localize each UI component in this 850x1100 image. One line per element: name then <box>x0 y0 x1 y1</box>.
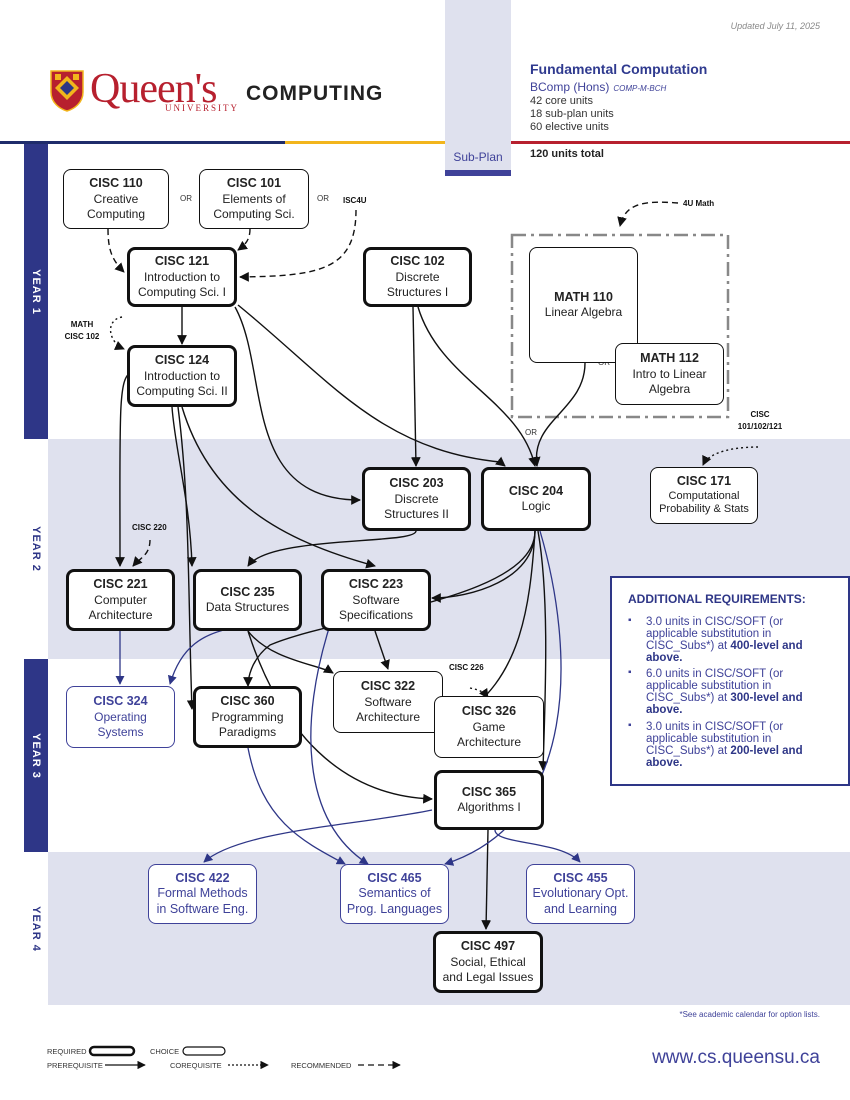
program-title: Fundamental Computation <box>530 61 708 77</box>
website-link[interactable]: www.cs.queensu.ca <box>652 1047 820 1068</box>
requirement-item: 3.0 units in CISC/SOFT (or applicable su… <box>628 721 836 769</box>
legend-required-label: REQUIRED <box>47 1047 87 1056</box>
updated-date: Updated July 11, 2025 <box>730 21 820 31</box>
subplan-bar <box>445 170 511 176</box>
logo-university: UNIVERSITY <box>165 103 239 113</box>
requirement-item: 6.0 units in CISC/SOFT (or applicable su… <box>628 668 836 716</box>
program-degree: BComp (Hons)COMP-M-BCH <box>530 80 667 94</box>
logo-computing: COMPUTING <box>246 82 384 105</box>
note-cisc226: CISC 226 <box>449 663 484 672</box>
legend-recommended-label: RECOMMENDED <box>291 1061 352 1070</box>
program-core-units: 42 core units <box>530 95 593 107</box>
year3-bar <box>24 659 48 852</box>
or-label: OR <box>317 194 329 203</box>
note-cisc220: CISC 220 <box>132 523 167 532</box>
or-label: OR <box>525 428 537 437</box>
additional-requirements-title: ADDITIONAL REQUIREMENTS: <box>628 592 806 606</box>
math-choice-group <box>510 233 730 419</box>
requirement-item: 3.0 units in CISC/SOFT (or applicable su… <box>628 616 836 664</box>
legend-choice-swatch <box>182 1046 226 1056</box>
legend-corequisite-label: COREQUISITE <box>170 1061 222 1070</box>
header-rule-red <box>511 141 850 144</box>
footnote: *See academic calendar for option lists. <box>679 1010 820 1019</box>
queens-crest-icon <box>50 70 84 112</box>
legend-required-swatch <box>88 1045 136 1057</box>
program-code: COMP-M-BCH <box>613 84 667 93</box>
program-subplan-units: 18 sub-plan units <box>530 108 614 120</box>
header-rule-gold <box>285 141 445 144</box>
note-4u-math: 4U Math <box>683 199 715 208</box>
subplan-label: Sub-Plan <box>453 150 503 164</box>
note-isc4u: ISC4U <box>343 196 367 205</box>
or-label: OR <box>180 194 192 203</box>
year1-bar <box>24 144 48 439</box>
additional-requirements-panel: ADDITIONAL REQUIREMENTS: 3.0 units in CI… <box>610 576 850 786</box>
legend-prerequisite-label: PREREQUISITE <box>47 1061 103 1070</box>
subplan-column <box>445 0 511 176</box>
logo-wordmark: Queen's <box>90 66 218 112</box>
program-total: 120 units total <box>530 148 604 160</box>
program-elective-units: 60 elective units <box>530 121 609 133</box>
header-rule-navy <box>0 141 285 144</box>
legend-choice-label: CHOICE <box>150 1047 180 1056</box>
